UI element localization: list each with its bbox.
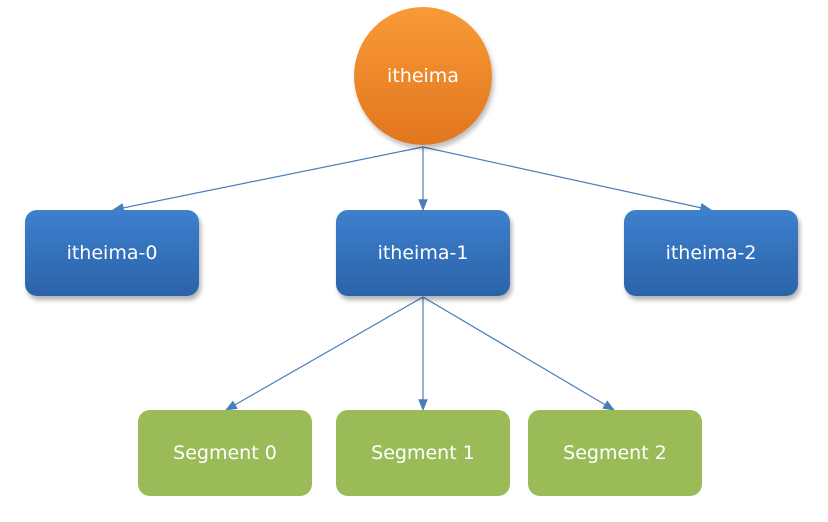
segment-label: Segment 0	[173, 442, 277, 464]
edge-shard1-seg0	[224, 296, 424, 411]
shard-label: itheima-2	[665, 242, 757, 264]
segment-node-0: Segment 0	[138, 410, 312, 496]
shard-node-0: itheima-0	[25, 210, 199, 296]
edge-shard1-seg2	[422, 296, 616, 411]
root-node: itheima	[354, 7, 492, 145]
edge-root-shard0	[111, 146, 424, 213]
segment-label: Segment 2	[563, 442, 667, 464]
shard-label: itheima-0	[66, 242, 158, 264]
shard-node-1: itheima-1	[336, 210, 510, 296]
shard-label: itheima-1	[377, 242, 469, 264]
segment-node-1: Segment 1	[336, 410, 510, 496]
shard-node-2: itheima-2	[624, 210, 798, 296]
edge-root-shard2	[422, 146, 713, 213]
root-label: itheima	[387, 65, 459, 87]
segment-node-2: Segment 2	[528, 410, 702, 496]
segment-label: Segment 1	[371, 442, 475, 464]
